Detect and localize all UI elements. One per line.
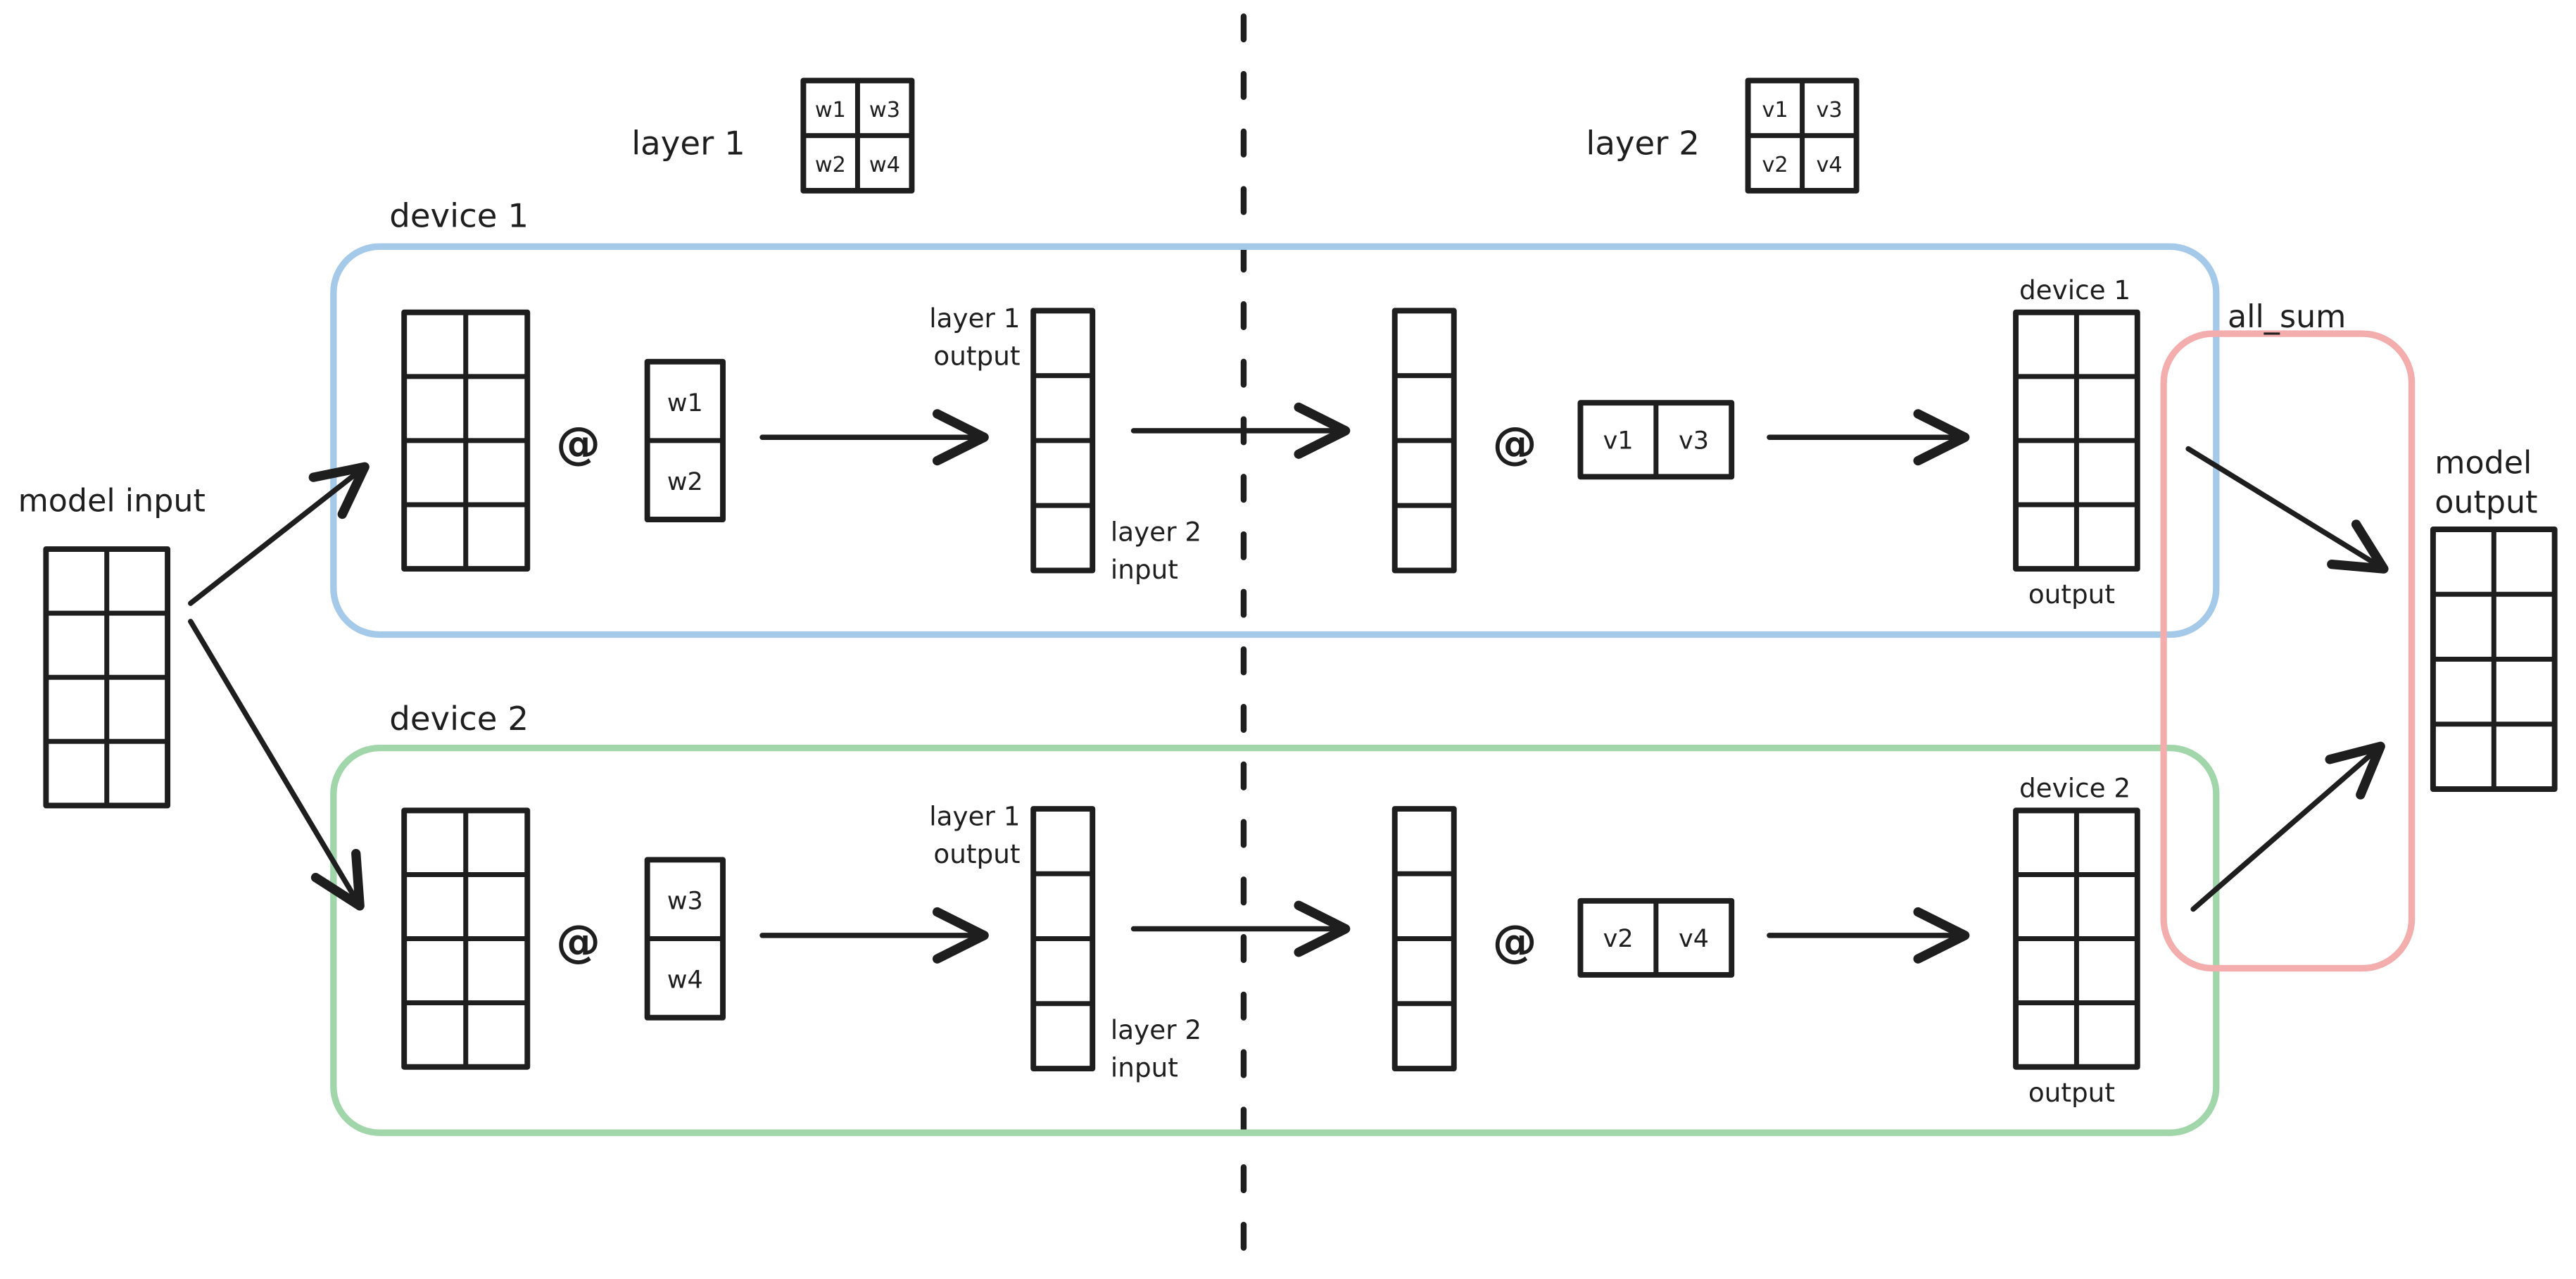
- model-output-label-line1: model: [2435, 446, 2532, 481]
- device1-layer1-output-column: [1030, 308, 1096, 574]
- device2-w3-cell: w3: [667, 887, 703, 916]
- device1-v1-cell: v1: [1603, 427, 1634, 455]
- device1-layer1-output-label-line2: output: [933, 340, 1020, 371]
- input-to-device2-arrow: [188, 619, 365, 911]
- layer1-weight-matrix: w1 w3 w2 w4: [800, 77, 915, 194]
- layer1-w2-cell: w2: [815, 153, 846, 177]
- layer1-w1-cell: w1: [815, 98, 846, 122]
- device2-layer2-input-label-line2: input: [1111, 1052, 1178, 1083]
- device1-box: [330, 243, 2220, 638]
- layer2-v3-cell: v3: [1816, 98, 1842, 122]
- allsum-box: [2160, 330, 2416, 972]
- model-output-label-line2: output: [2435, 485, 2537, 521]
- device1-layer2-input-label-line1: layer 2: [1111, 516, 1201, 547]
- device1-v-shard: v1 v3: [1577, 400, 1735, 480]
- device1-w1-cell: w1: [667, 389, 703, 417]
- layer2-header-label: layer 2: [1586, 125, 1700, 163]
- layer2-v4-cell: v4: [1816, 153, 1842, 177]
- device2-matmul2-symbol: @: [1493, 915, 1537, 967]
- device2-box-label: device 2: [389, 700, 529, 738]
- device1-w-shard: w1 w2: [644, 358, 726, 522]
- device1-matmul2-symbol: @: [1493, 417, 1537, 470]
- device2-box: [330, 744, 2220, 1136]
- model-input-label: model input: [18, 483, 206, 519]
- device1-to-modeloutput-arrow: [2185, 446, 2389, 574]
- layer1-header-label: layer 1: [631, 125, 745, 163]
- layer1-w3-cell: w3: [869, 98, 900, 122]
- device2-output-grid: [2013, 807, 2140, 1070]
- device1-layer2-input-label-line2: input: [1111, 554, 1178, 585]
- device2-output-caption: output: [2028, 1077, 2115, 1108]
- device2-input-grid: [401, 807, 531, 1070]
- device1-matmul1-symbol: @: [556, 417, 600, 470]
- device1-layer1-output-label-line1: layer 1: [929, 303, 1020, 334]
- layer1-w4-cell: w4: [869, 153, 900, 177]
- device2-layer2-input-label-line1: layer 2: [1111, 1014, 1201, 1045]
- device1-layer2-input-column: [1391, 308, 1457, 574]
- device2-to-modeloutput-arrow: [2190, 741, 2385, 912]
- device2-matmul1-symbol: @: [556, 915, 600, 967]
- allsum-label: all_sum: [2228, 299, 2346, 335]
- device2-v2-cell: v2: [1603, 924, 1634, 953]
- device1-w2-cell: w2: [667, 467, 703, 496]
- device1-output-caption: output: [2028, 579, 2115, 610]
- device2-layer1-output-column: [1030, 806, 1096, 1072]
- device2-v4-cell: v4: [1679, 924, 1709, 953]
- model-output-grid: [2430, 527, 2558, 792]
- device2-output-grid-label: device 2: [2019, 773, 2130, 804]
- device1-output-grid: [2013, 309, 2140, 572]
- device2-v-shard: v2 v4: [1577, 897, 1735, 978]
- device2-layer2-input-column: [1391, 806, 1457, 1072]
- layer2-v1-cell: v1: [1762, 98, 1788, 122]
- device1-input-grid: [401, 309, 531, 572]
- device1-box-label: device 1: [389, 197, 529, 235]
- device2-w-shard: w3 w4: [644, 857, 726, 1021]
- layer2-v2-cell: v2: [1762, 153, 1788, 177]
- device2-layer1-output-label-line2: output: [933, 838, 1020, 869]
- device1-v3-cell: v3: [1679, 427, 1709, 455]
- input-to-device1-arrow: [188, 462, 370, 606]
- device2-w4-cell: w4: [667, 966, 703, 995]
- model-input-grid: [43, 546, 171, 809]
- device1-output-grid-label: device 1: [2019, 275, 2130, 305]
- device2-layer1-output-label-line1: layer 1: [929, 800, 1020, 831]
- layer2-weight-matrix: v1 v3 v2 v4: [1745, 77, 1860, 194]
